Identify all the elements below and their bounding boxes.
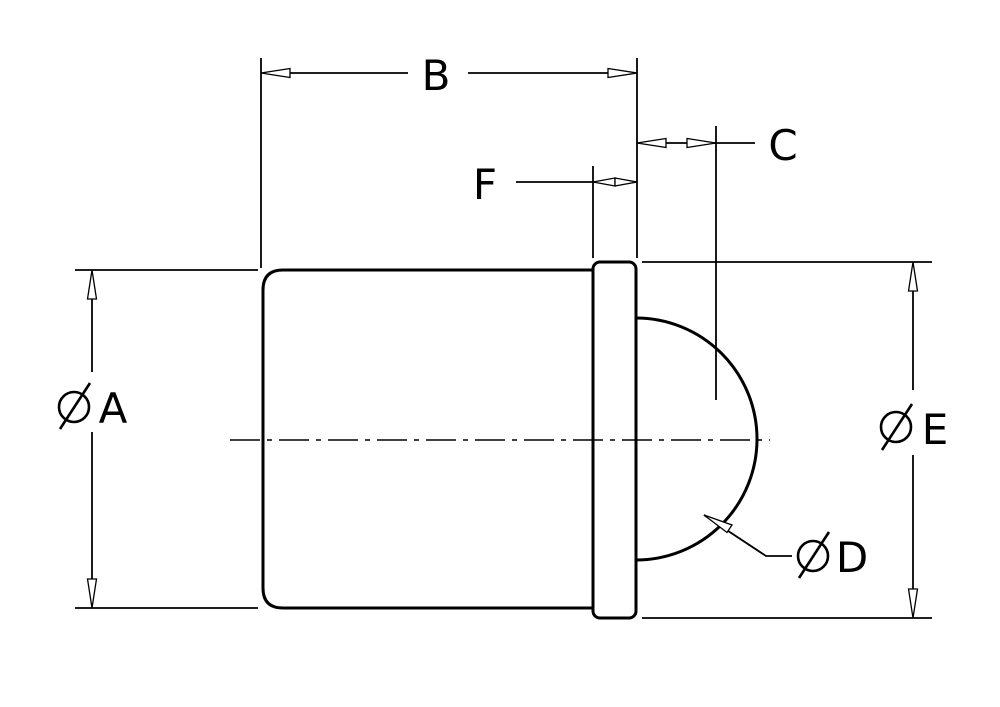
- dimension-e: E: [879, 261, 949, 619]
- diameter-icon: [57, 382, 92, 430]
- label-b: B: [422, 51, 451, 100]
- dimension-b: B: [260, 51, 638, 100]
- body-outline: [261, 268, 595, 610]
- label-e: E: [922, 405, 949, 454]
- label-c: C: [768, 121, 797, 170]
- label-f: F: [473, 160, 497, 209]
- dimension-f: F: [473, 160, 638, 209]
- label-d: D: [836, 533, 868, 582]
- ball-dome: [634, 316, 759, 562]
- dimension-a: A: [57, 269, 128, 609]
- dimension-d: D: [703, 514, 868, 582]
- label-a: A: [99, 384, 128, 433]
- diameter-icon: [796, 531, 831, 579]
- diameter-icon: [879, 403, 914, 451]
- dimension-c: C: [636, 121, 798, 170]
- extension-lines: [75, 58, 932, 619]
